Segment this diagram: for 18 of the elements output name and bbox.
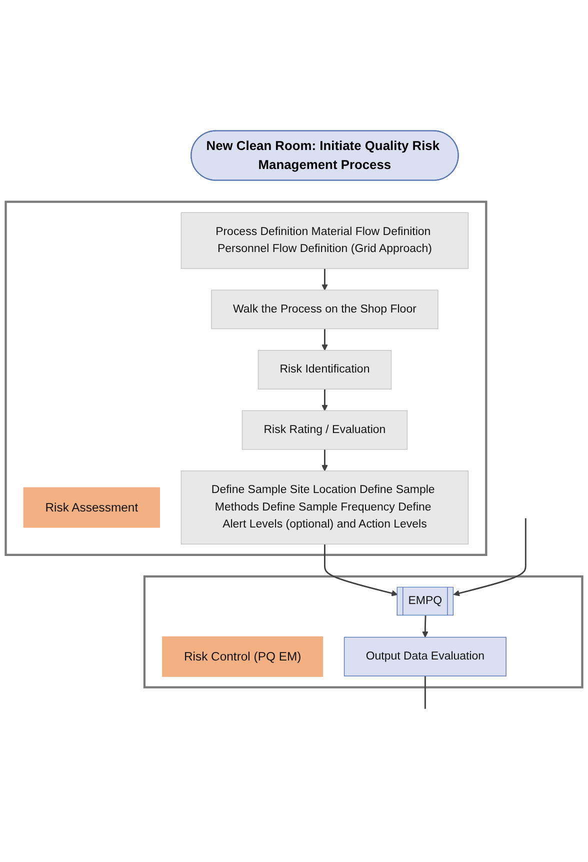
arrow (322, 450, 328, 472)
cluster (4, 201, 488, 556)
cluster (143, 576, 584, 689)
node-box: Output Data Evaluation (344, 637, 506, 677)
node-box: Risk Assessment (23, 488, 160, 528)
node-box: Risk Identification (258, 350, 392, 390)
arrow (322, 390, 328, 412)
node-box: Risk Control (PQ EM) (162, 636, 324, 678)
arrow (322, 329, 328, 352)
arrow (422, 616, 428, 638)
arrow (453, 518, 526, 597)
node-box: Risk Rating / Evaluation (242, 410, 408, 450)
connector (424, 676, 426, 710)
node-box: Walk the Process on the Shop Floor (211, 290, 438, 330)
node-box: Process Definition Material Flow Definition Personnel Flow Definition (Grid Approach) (180, 212, 469, 270)
arrow (322, 268, 328, 291)
arrow (324, 544, 398, 597)
node-box: Define Sample Site Location Define Sample Methods Define Sample Frequency Define Alert Levels (optional) and Action Levels (180, 471, 469, 545)
